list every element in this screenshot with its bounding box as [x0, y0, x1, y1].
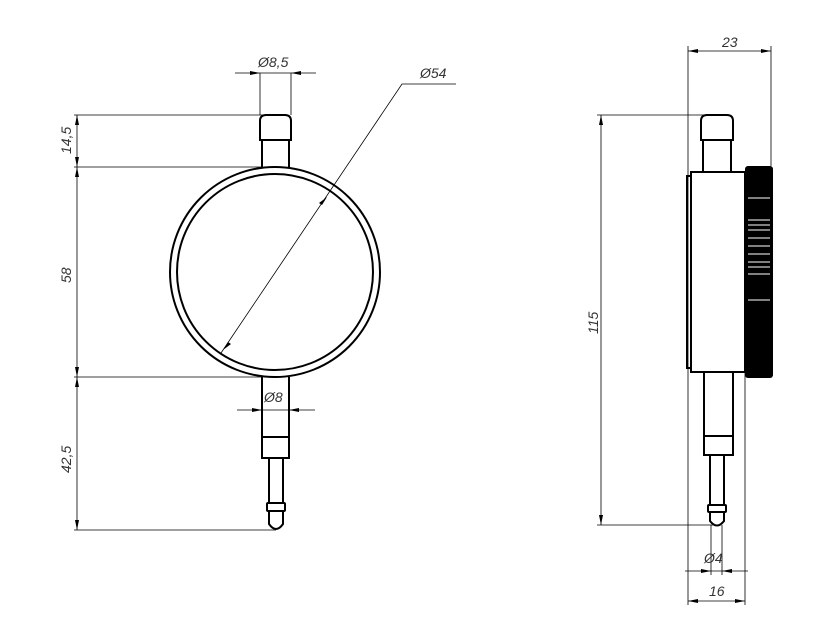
dim-probe-diameter-arrows: [701, 569, 732, 573]
dial-bezel-outer: [169, 166, 381, 378]
side-probe-tip: [709, 512, 725, 527]
bezel-knurl-marks: [748, 197, 770, 301]
dim-total-height-lines: [597, 114, 716, 526]
front-view: 14,5 58 42,5 Ø8,5 Ø54 Ø8: [58, 54, 456, 531]
dim-stem-length: 42,5: [58, 446, 74, 473]
lower-stem: [261, 377, 290, 459]
dim-cap-diameter: Ø8,5: [257, 54, 289, 70]
probe-tip: [268, 511, 284, 530]
side-top-stem: [702, 140, 732, 172]
dim-dial-diameter: Ø54: [419, 65, 447, 81]
dim-total-depth-lines: [687, 46, 772, 605]
dim-probe-diameter-lines: [685, 372, 748, 605]
top-stem: [261, 140, 290, 168]
top-cap: [259, 114, 292, 141]
dim-total-depth: 23: [721, 34, 738, 50]
dim-stem-diameter: Ø8: [263, 389, 283, 405]
side-probe: [709, 455, 725, 505]
side-top-cap: [700, 114, 734, 141]
probe: [268, 458, 284, 503]
dim-body-height: 58: [58, 267, 74, 283]
extension-lines-left: [74, 114, 285, 531]
dim-cap-height: 14,5: [58, 127, 74, 154]
dial-bezel-inner: [176, 173, 374, 371]
side-view: 23 115 Ø4 16: [585, 34, 773, 605]
side-lower-stem: [703, 372, 734, 456]
dim-total-height: 115: [585, 311, 601, 334]
dim-dial-diameter-leader: [220, 83, 456, 354]
bezel-knurled: [745, 166, 773, 378]
dim-probe-diameter: Ø4: [703, 550, 723, 566]
dim-body-depth: 16: [709, 583, 725, 599]
housing: [690, 171, 746, 373]
dim-cap-diameter-lines: [235, 72, 316, 115]
dim-stem-diameter-arrows: [252, 408, 299, 412]
probe-collar: [266, 502, 286, 512]
dim-total-depth-arrows: [688, 49, 771, 53]
side-probe-collar: [707, 504, 727, 513]
